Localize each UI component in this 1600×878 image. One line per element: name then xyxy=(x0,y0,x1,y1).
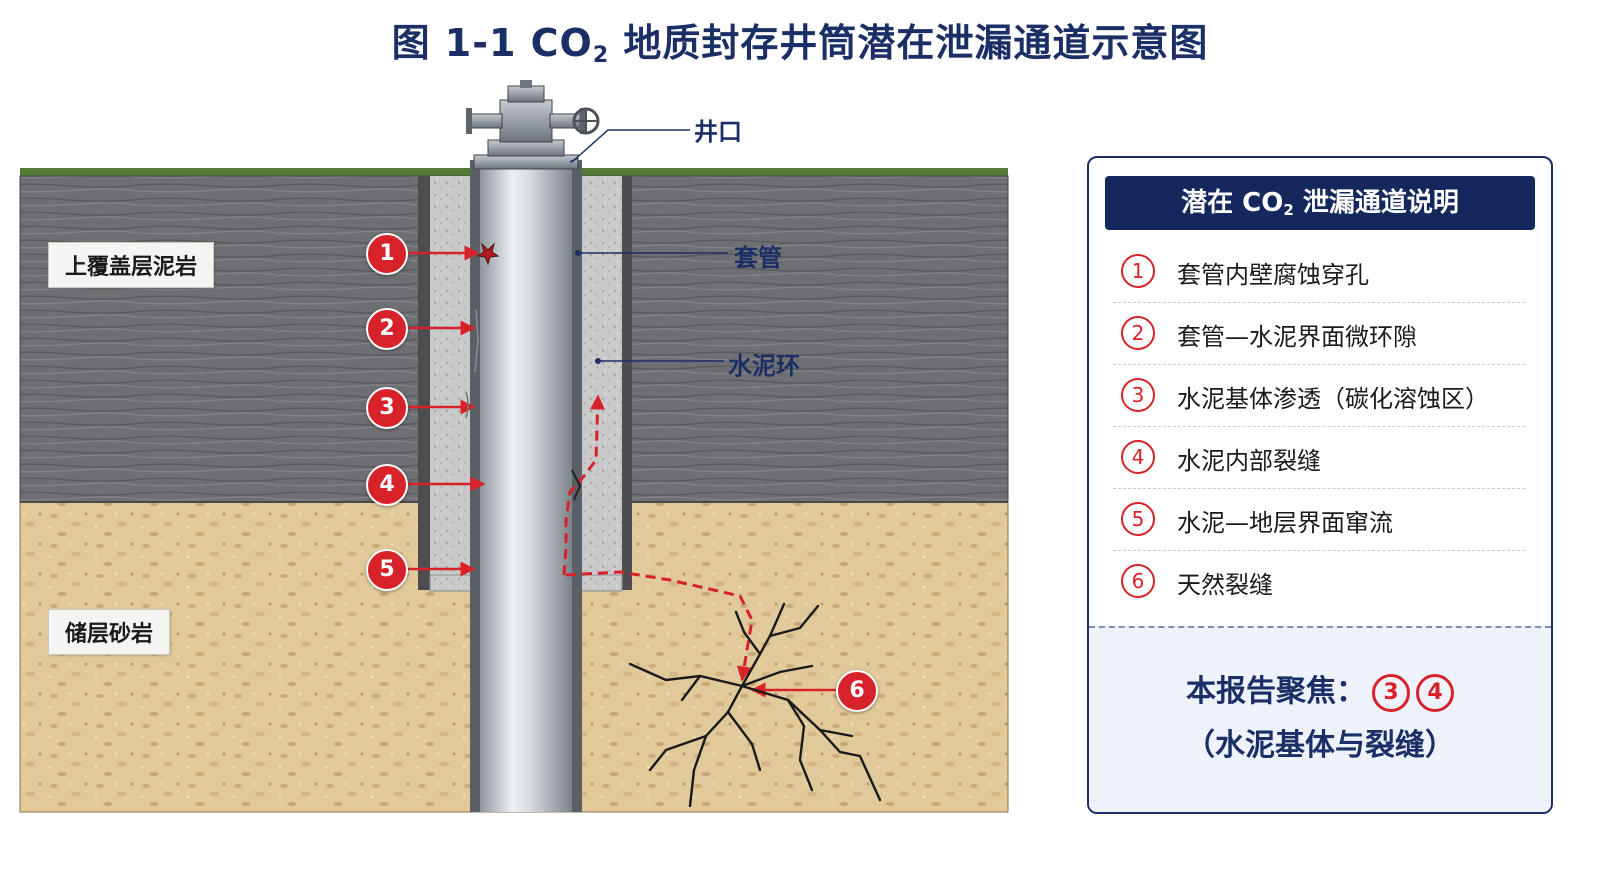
legend-item-text: 水泥—地层界面窜流 xyxy=(1177,509,1393,537)
legend-item: 3 水泥基体渗透（碳化溶蚀区） xyxy=(1113,364,1525,427)
layer-label-caprock: 上覆盖层泥岩 xyxy=(48,242,215,288)
legend-item: 1 套管内壁腐蚀穿孔 xyxy=(1113,240,1525,303)
legend-item-text: 水泥内部裂缝 xyxy=(1177,447,1321,475)
callout-casing: 套管 xyxy=(734,244,782,272)
marker-1: 1 xyxy=(366,233,408,275)
corrosion-spot xyxy=(476,242,500,266)
cement-ring-left xyxy=(430,176,470,590)
marker-3: 3 xyxy=(366,387,408,429)
legend-item: 2 套管—水泥界面微环隙 xyxy=(1113,302,1525,365)
wellhead-assembly xyxy=(466,80,600,170)
marker-4: 4 xyxy=(366,464,408,506)
marker-6: 6 xyxy=(836,670,878,712)
leakage-path-vertical xyxy=(562,394,606,576)
casing-pipe xyxy=(480,160,572,812)
pathway-arrows xyxy=(406,245,836,698)
legend-item-number: 2 xyxy=(1121,316,1155,350)
legend-item-text: 天然裂缝 xyxy=(1177,571,1273,599)
legend-item: 6 天然裂缝 xyxy=(1113,550,1525,612)
focus-number: 3 xyxy=(1372,674,1410,712)
legend-panel: 潜在 CO2 泄漏通道说明 1 套管内壁腐蚀穿孔 2 套管—水泥界面微环隙 3 … xyxy=(1087,156,1553,814)
wellbore-diagram xyxy=(19,80,1009,813)
marker-5: 5 xyxy=(366,549,408,591)
legend-item-number: 6 xyxy=(1121,564,1155,598)
legend-item-text: 套管—水泥界面微环隙 xyxy=(1177,323,1417,351)
leakage-path-fracture xyxy=(565,570,754,682)
legend-item-text: 水泥基体渗透（碳化溶蚀区） xyxy=(1177,385,1489,413)
report-focus-subtitle: （水泥基体与裂缝） xyxy=(1185,728,1455,763)
legend-header: 潜在 CO2 泄漏通道说明 xyxy=(1105,176,1535,230)
legend-item-number: 5 xyxy=(1121,502,1155,536)
callout-wellhead: 井口 xyxy=(694,118,742,146)
cement-ring-right xyxy=(582,176,622,590)
legend-item-number: 3 xyxy=(1121,378,1155,412)
legend-item-number: 1 xyxy=(1121,254,1155,288)
natural-fractures xyxy=(628,602,882,808)
callout-cement-ring: 水泥环 xyxy=(728,352,800,380)
layer-label-reservoir: 储层砂岩 xyxy=(48,609,171,655)
legend-item-text: 套管内壁腐蚀穿孔 xyxy=(1177,261,1369,289)
legend-item: 5 水泥—地层界面窜流 xyxy=(1113,488,1525,551)
legend-item: 4 水泥内部裂缝 xyxy=(1113,426,1525,489)
focus-number: 4 xyxy=(1416,674,1454,712)
marker-2: 2 xyxy=(366,308,408,350)
figure-title: 图 1-1 CO2 地质封存井筒潜在泄漏通道示意图 xyxy=(391,21,1209,68)
legend-item-number: 4 xyxy=(1121,440,1155,474)
